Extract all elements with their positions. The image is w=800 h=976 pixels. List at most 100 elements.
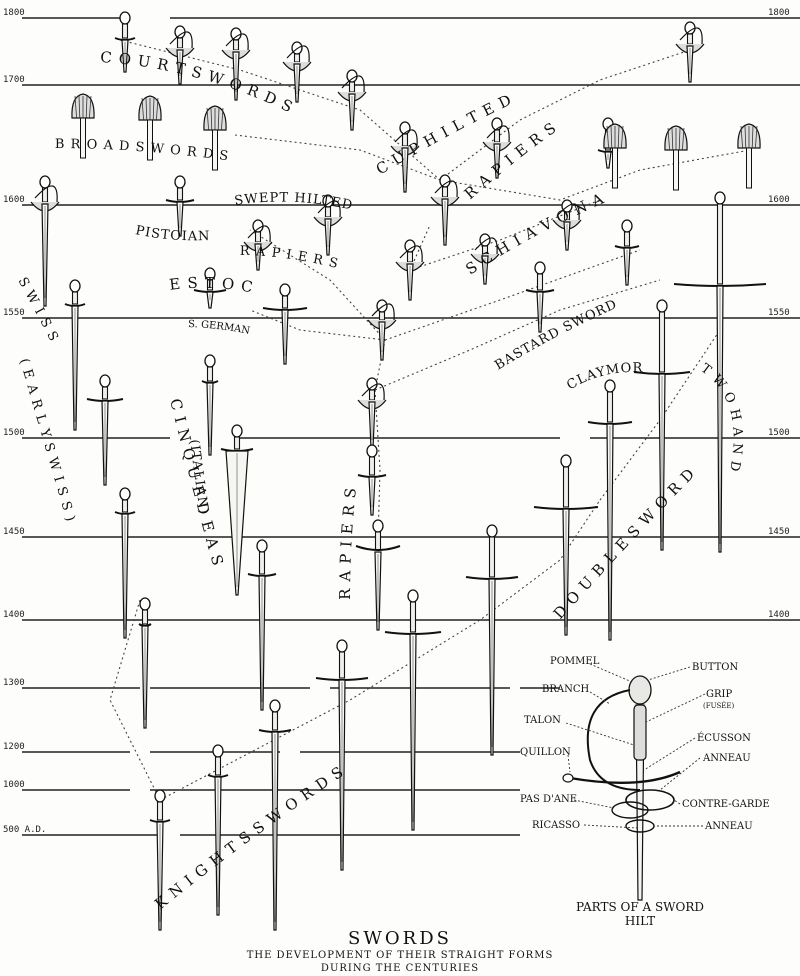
cinquedea — [220, 424, 254, 596]
sword-pommel — [119, 11, 131, 25]
hilt-label-pas_dane: PAS D'ANE — [520, 794, 577, 805]
lineage-line — [109, 599, 161, 801]
broad-sword — [138, 95, 162, 161]
year-label-right: 1800 — [768, 8, 790, 18]
hilt-pas-dane — [611, 801, 649, 819]
hilt-leader-line — [647, 666, 691, 681]
year-label-left: 1500 — [3, 428, 25, 438]
sword-knuckle-bow — [474, 237, 498, 255]
group-label-court: C O U R T S W O R D S — [100, 48, 296, 116]
basket-bar — [217, 107, 220, 131]
sword-pommel — [439, 174, 451, 188]
label-path — [160, 680, 500, 910]
pistoian — [165, 175, 195, 237]
group-label-broad: B R O A D S W O R D S — [55, 137, 230, 164]
sword-knuckle-bow — [169, 31, 193, 49]
year-label-left: 1600 — [3, 195, 25, 205]
cup-hilted-rapier — [675, 21, 705, 83]
swept-hilted-rapier — [395, 239, 425, 301]
sword-knuckle-bow — [556, 203, 580, 221]
hilt-pommel — [628, 675, 652, 705]
hilt-leader-line — [673, 799, 681, 805]
year-label-right: 1450 — [768, 527, 790, 537]
sword-pommel — [366, 377, 378, 391]
century-lines: 1800170016001550150014501400130012001000… — [3, 8, 800, 836]
sword-grip — [121, 23, 129, 39]
sword-grip — [378, 311, 386, 321]
lineage-line — [249, 229, 386, 341]
basket-bar — [152, 97, 155, 121]
hilt-leader-line — [583, 824, 639, 829]
sword-pommel — [256, 539, 268, 553]
year-label-right: 1550 — [768, 308, 790, 318]
knights-sword — [465, 524, 519, 756]
year-label-left: 1400 — [3, 610, 25, 620]
sword-pommel — [621, 219, 633, 233]
knights-sword — [258, 699, 292, 931]
swiss-sword — [64, 279, 86, 431]
schiavona — [614, 219, 640, 286]
sword-pommel — [174, 25, 186, 39]
hilt-leader-line — [573, 799, 615, 809]
sword-grip — [141, 609, 149, 625]
sword-grip — [406, 251, 414, 263]
sword-grip — [176, 187, 184, 201]
swept-hilted-rapier — [552, 199, 582, 251]
hilt-label-grip: GRIP — [706, 689, 732, 700]
two-handed-sword — [633, 299, 691, 551]
sword-grip — [368, 456, 376, 476]
sword-pommel — [604, 379, 616, 393]
court-sword — [114, 11, 136, 73]
sword-grip — [606, 391, 614, 423]
sword-pommel — [139, 597, 151, 611]
basket-bar — [755, 125, 758, 149]
hilt-quillon — [569, 770, 681, 784]
swept-hilted-rapier — [470, 233, 500, 285]
sword-grip — [536, 273, 544, 291]
swept-hilted-rapier — [243, 219, 273, 271]
court-sword — [282, 41, 312, 103]
sword-pommel — [154, 789, 166, 803]
sword-knuckle-bow — [486, 125, 510, 143]
sword-grip — [176, 37, 184, 49]
swept-hilted-rapier — [313, 194, 343, 256]
sword-grip — [121, 499, 129, 513]
sword-pommel — [336, 639, 348, 653]
sword-knuckle-bow — [225, 33, 249, 51]
basket-bar — [740, 125, 743, 149]
broad-sword — [30, 175, 60, 307]
year-label-right: 1400 — [768, 610, 790, 620]
group-label-swept: SWEPT HILTED — [234, 191, 355, 214]
knights-sword — [384, 589, 442, 831]
sword-pommel — [684, 21, 696, 35]
sword-blade — [212, 129, 218, 171]
sword-guard — [355, 545, 401, 551]
lineage-line — [384, 249, 641, 341]
sword-grip — [716, 203, 724, 285]
hilt-label-button: BUTTON — [692, 662, 739, 673]
estoc — [262, 283, 308, 365]
basket-bar — [74, 95, 77, 119]
basket-bar — [667, 127, 670, 151]
sword-blade — [80, 117, 86, 159]
group-label-cup2: R A P I E R S — [461, 118, 560, 203]
sword-knuckle-bow — [247, 225, 271, 243]
hilt-grip — [633, 704, 647, 761]
year-label-left: 1200 — [3, 742, 25, 752]
group-label-estocs: S. GERMAN — [188, 319, 251, 337]
sword-grip — [71, 291, 79, 305]
sword-blade — [673, 149, 679, 191]
year-label-right: 1600 — [768, 195, 790, 205]
sword-grip — [686, 33, 694, 45]
sword-knuckle-bow — [286, 45, 310, 63]
sword-grip — [258, 551, 266, 575]
hilt-label-anneau2: ANNEAU — [704, 821, 753, 832]
sword-pommel — [346, 69, 358, 83]
sword-grip — [271, 711, 279, 731]
hilt-label-anneau: ANNEAU — [702, 753, 751, 764]
hilt-label-ricasso: RICASSO — [532, 820, 580, 831]
cinquedea — [247, 539, 277, 711]
sword-pommel — [486, 524, 498, 538]
sword-pommel — [174, 175, 186, 189]
